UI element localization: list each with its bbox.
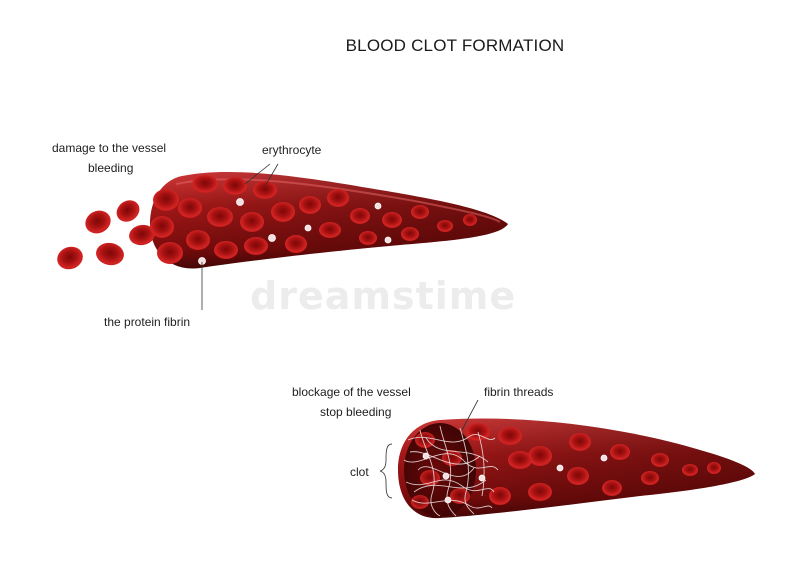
label-blockage-line2: stop bleeding xyxy=(320,405,392,419)
rbc-cell xyxy=(85,210,111,234)
page-title: BLOOD CLOT FORMATION xyxy=(345,36,565,55)
label-damage-line1: damage to the vessel xyxy=(52,141,167,155)
top-inner-cells xyxy=(178,175,477,259)
rbc-cell xyxy=(153,189,179,211)
top-escaped-cells xyxy=(57,189,183,270)
bottom-leader-lines xyxy=(461,399,479,431)
clot-brace xyxy=(379,443,393,499)
label-damage-line2: bleeding xyxy=(88,161,134,175)
watermark: dreamstime xyxy=(250,274,517,318)
rbc-cell xyxy=(116,200,140,222)
top-leader-lines xyxy=(201,163,279,310)
rbc-cell xyxy=(150,216,174,238)
rbc-cell xyxy=(129,224,155,246)
label-erythrocyte: erythrocyte xyxy=(262,143,322,157)
rbc-cell xyxy=(96,242,124,266)
label-protein-fibrin: the protein fibrin xyxy=(104,315,191,329)
top-platelets xyxy=(198,198,392,265)
label-fibrin-threads: fibrin threads xyxy=(484,385,554,399)
rbc-cell xyxy=(57,246,83,270)
top-vessel xyxy=(150,171,508,269)
fibrin-threads-mesh xyxy=(403,425,499,517)
label-clot: clot xyxy=(350,465,369,479)
label-blockage-line1: blockage of the vessel xyxy=(292,385,411,399)
rbc-cell xyxy=(157,242,183,264)
